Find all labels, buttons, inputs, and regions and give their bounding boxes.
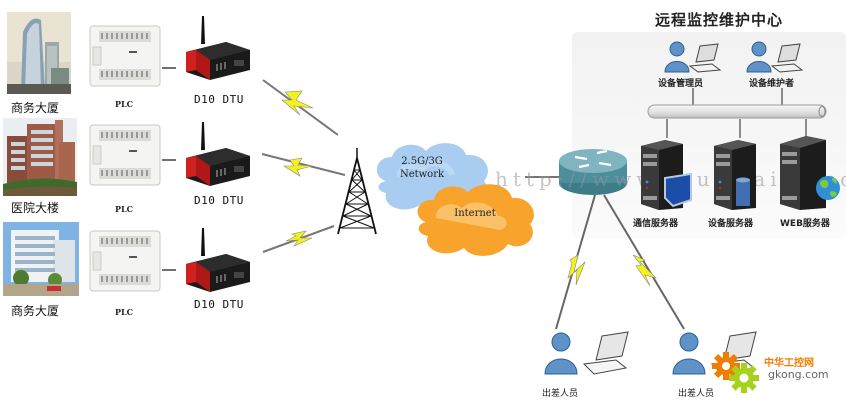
operator-1: 设备管理员	[658, 40, 726, 89]
building-image-2	[3, 118, 77, 196]
field-staff-1: 出差人员	[542, 330, 636, 399]
cell-tower-icon	[337, 148, 377, 235]
plc-label: PLC	[115, 204, 134, 214]
building-image-3	[3, 222, 79, 296]
server-tower-icon	[714, 140, 756, 210]
site-label: 医院大楼	[11, 201, 60, 215]
globe-icon	[816, 176, 840, 200]
person-with-laptop-icon	[746, 41, 804, 73]
mobile-network-label-line-1: 2.5G/3G	[401, 156, 443, 167]
lightning-bolt-icon	[632, 254, 658, 287]
dtu-label: D10 DTU	[194, 194, 244, 207]
lightning-bolt-icon	[567, 254, 586, 286]
gkong-logo-cn: 中华工控网	[764, 358, 814, 369]
server-tower-icon	[641, 140, 692, 210]
internet-label: Internet	[454, 208, 496, 219]
site-label: 商务大厦	[11, 304, 60, 318]
database-icon	[736, 177, 750, 206]
plc-device-2: PLC	[89, 124, 161, 214]
dtu-router-icon	[186, 16, 250, 80]
plc-label: PLC	[115, 307, 134, 317]
network-bus	[647, 104, 827, 119]
operator-2: 设备维护者	[746, 40, 808, 89]
operator-label: 设备维护者	[749, 79, 795, 89]
server-tower-icon	[780, 136, 840, 210]
gear-icon	[712, 352, 759, 393]
dtu-router-icon	[186, 122, 250, 186]
lightning-bolt-icon	[285, 230, 313, 247]
plc-icon	[89, 25, 161, 87]
router-icon	[559, 149, 627, 195]
field-staff-label: 出差人员	[542, 389, 579, 399]
server-label: WEB服务器	[780, 219, 830, 229]
person-with-laptop-icon	[544, 331, 629, 375]
wireless-link-staff-2	[603, 194, 685, 330]
dtu-label: D10 DTU	[194, 298, 244, 311]
building-image-1	[7, 12, 71, 94]
monitor-icon	[664, 172, 692, 208]
dtu-label: D10 DTU	[194, 93, 244, 106]
site-label: 商务大厦	[11, 101, 60, 115]
operator-label: 设备管理员	[658, 79, 704, 89]
monitoring-center-title: 远程监控维护中心	[655, 11, 784, 29]
plc-device-1: PLC	[89, 25, 161, 109]
lightning-bolt-icon	[282, 157, 313, 177]
server-3: WEB服务器	[776, 134, 846, 229]
lightning-bolt-icon	[281, 90, 314, 116]
server-label: 设备服务器	[708, 219, 754, 229]
person-with-laptop-icon	[664, 41, 722, 73]
dtu-device-2: D10 DTU	[180, 120, 256, 207]
server-label: 通信服务器	[633, 219, 679, 229]
dtu-device-1: D10 DTU	[180, 14, 256, 106]
internet-cloud-icon	[417, 184, 534, 256]
wireless-link-1	[262, 79, 339, 136]
wireless-link-2	[261, 153, 346, 177]
dtu-router-icon	[186, 228, 250, 292]
plc-label: PLC	[115, 99, 134, 109]
server-1: 通信服务器	[633, 138, 699, 229]
wireless-link-3	[262, 225, 335, 253]
gkong-logo-en: gkong.com	[768, 368, 829, 381]
mobile-network-label-line-2: Network	[399, 169, 445, 180]
plc-icon	[89, 230, 161, 292]
field-staff-label: 出差人员	[678, 389, 715, 399]
mobile-network-label: 2.5G/3G Network	[390, 155, 454, 181]
plc-device-3: PLC	[89, 230, 161, 317]
plc-icon	[89, 124, 161, 186]
wireless-link-staff-1	[555, 194, 596, 330]
dtu-device-3: D10 DTU	[180, 226, 256, 311]
server-2: 设备服务器	[708, 138, 772, 229]
